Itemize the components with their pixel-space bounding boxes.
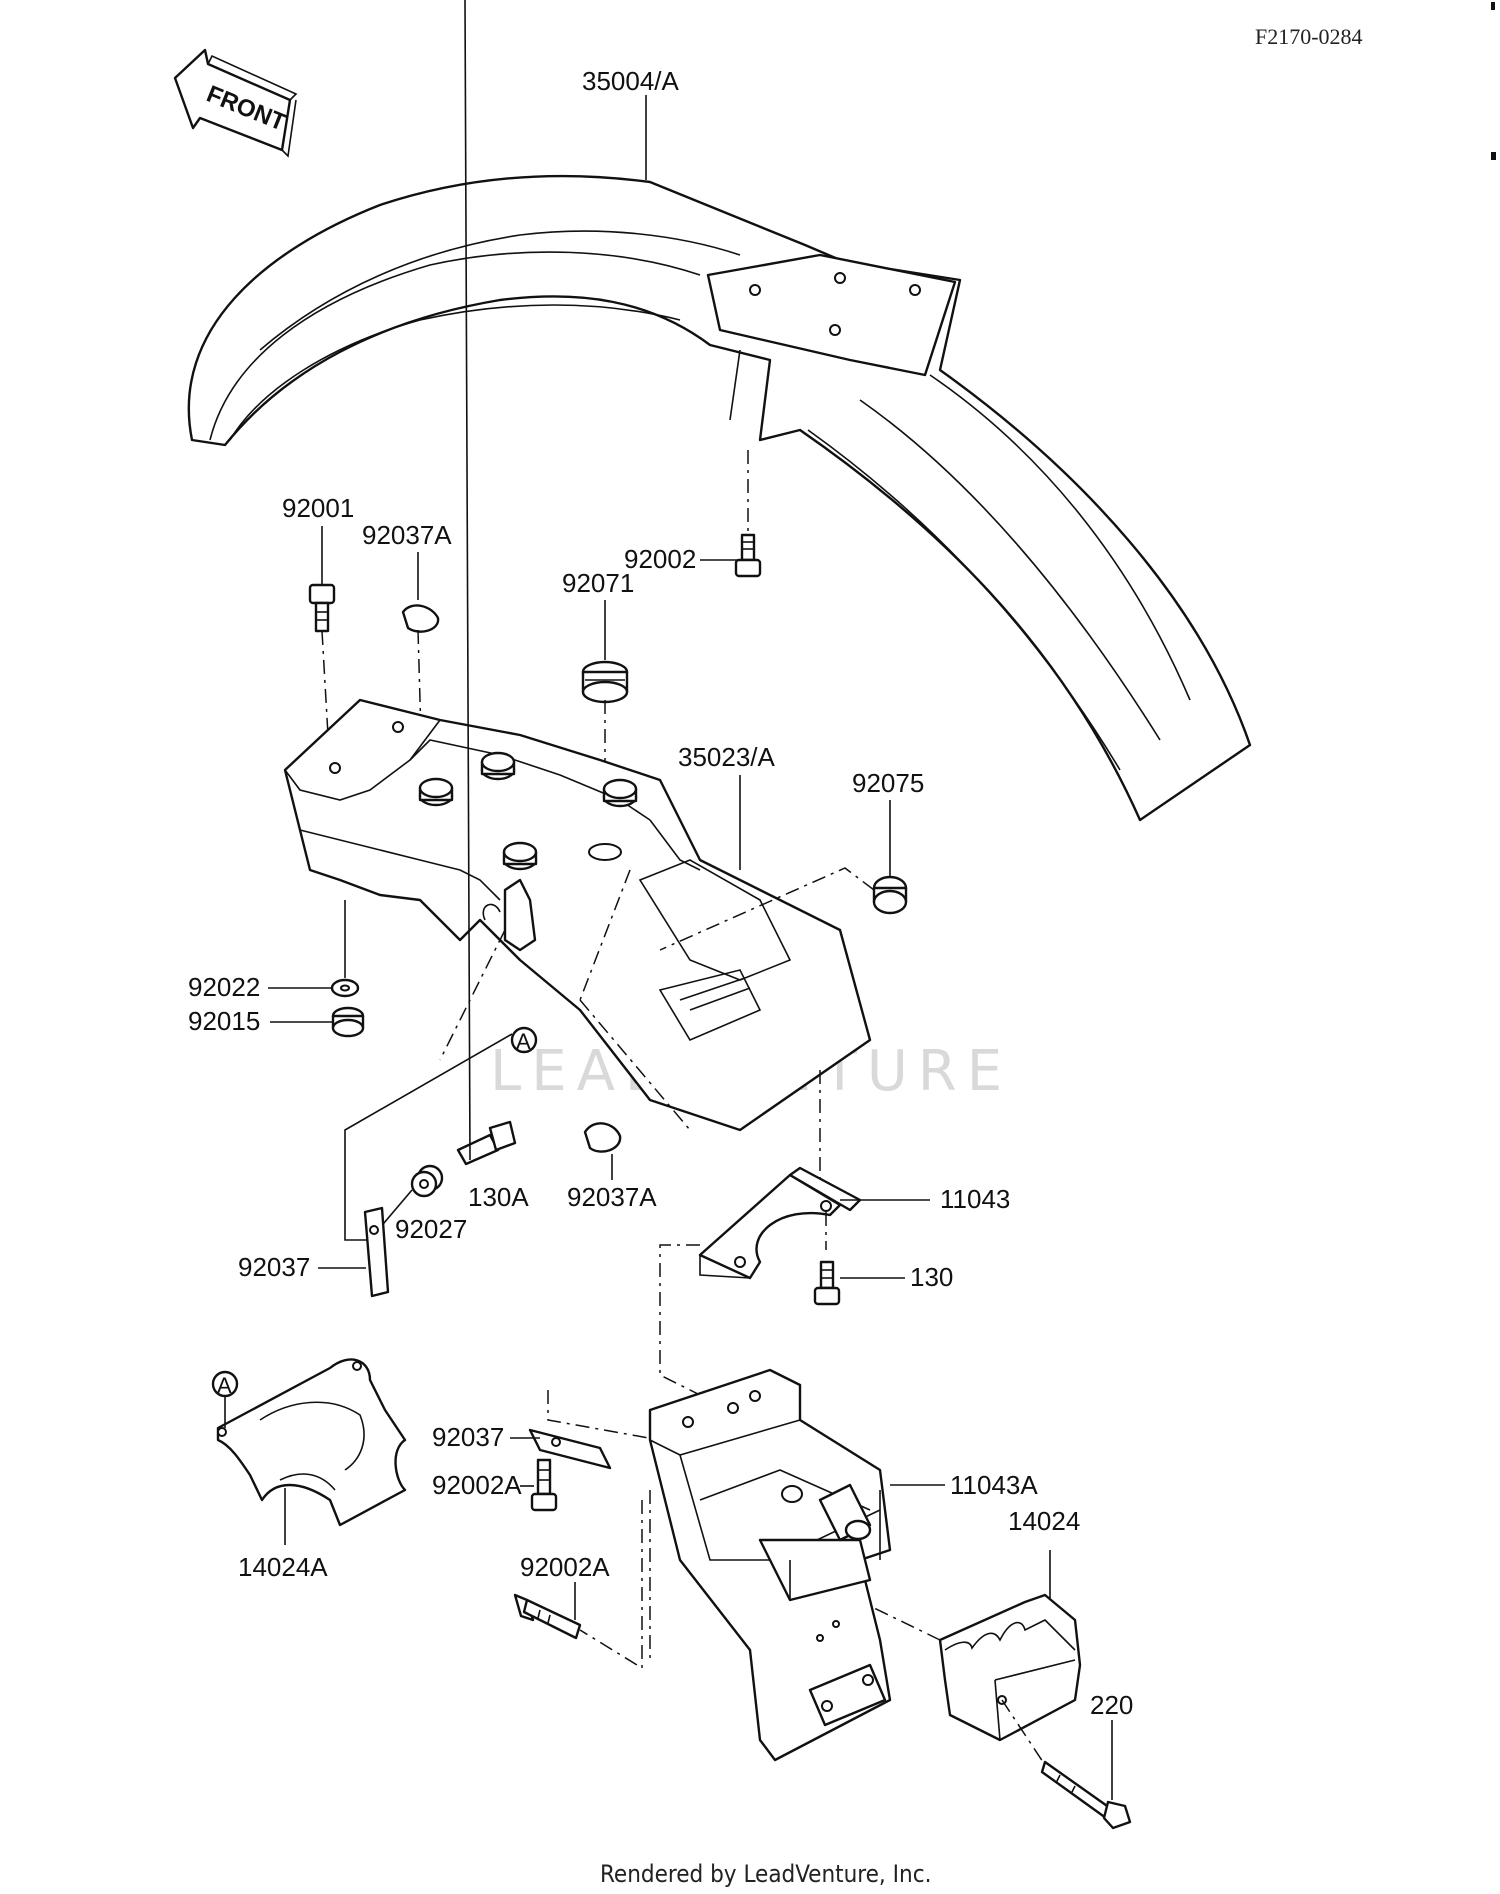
callout-11043A: 11043A bbox=[950, 1470, 1038, 1500]
callout-92002A-2: 92002A bbox=[520, 1552, 610, 1582]
nut-92015 bbox=[331, 1006, 365, 1038]
callout-92002: 92002 bbox=[624, 544, 696, 574]
reference-marker-a: A bbox=[211, 1370, 239, 1398]
grommet-92075 bbox=[659, 867, 908, 951]
callout-11043: 11043 bbox=[940, 1184, 1010, 1214]
ref-a-label: A bbox=[217, 1373, 232, 1398]
bracket-11043A bbox=[579, 1368, 892, 1762]
callout-35004: 35004/A bbox=[582, 66, 680, 96]
reference-marker-a: A bbox=[510, 1026, 538, 1054]
callout-92037A-top: 92037A bbox=[362, 520, 452, 550]
callout-92037-mid: 92037 bbox=[432, 1422, 504, 1452]
callout-92001: 92001 bbox=[282, 493, 354, 523]
corner-mark bbox=[1491, 2, 1495, 10]
cover-14024A bbox=[216, 1358, 407, 1527]
callout-92015: 92015 bbox=[188, 1006, 260, 1036]
ref-a-label: A bbox=[516, 1029, 531, 1054]
washer-92022 bbox=[330, 900, 360, 998]
leader-line bbox=[869, 1605, 941, 1641]
bolt-92002 bbox=[734, 450, 762, 578]
bolt-130A bbox=[456, 0, 517, 1166]
strap-92037-mid bbox=[528, 1390, 661, 1470]
callout-220: 220 bbox=[1090, 1690, 1133, 1720]
callout-35023: 35023/A bbox=[678, 742, 776, 772]
front-fender bbox=[187, 174, 1252, 822]
callout-130: 130 bbox=[910, 1262, 953, 1292]
bolt-130 bbox=[813, 1260, 841, 1306]
callout-92027: 92027 bbox=[395, 1214, 467, 1244]
callout-92037-left: 92037 bbox=[238, 1252, 310, 1282]
strap-92037 bbox=[363, 1206, 390, 1298]
mounting-hole bbox=[749, 284, 761, 296]
diagram-code: F2170-0284 bbox=[1255, 24, 1363, 49]
callout-14024A: 14024A bbox=[238, 1552, 328, 1582]
clip-92037A-bottom bbox=[583, 1122, 622, 1153]
clip-92037A bbox=[401, 604, 440, 771]
callout-130A: 130A bbox=[468, 1182, 529, 1212]
mounting-hole bbox=[909, 284, 921, 296]
bolt-92002A-1 bbox=[530, 1458, 558, 1512]
callout-92037A-bottom: 92037A bbox=[567, 1182, 657, 1212]
mounting-hole bbox=[829, 324, 841, 336]
leader-line bbox=[344, 1033, 513, 1241]
rear-fender bbox=[283, 698, 872, 1180]
bolt-92002A-2 bbox=[513, 1582, 582, 1640]
callout-92075: 92075 bbox=[852, 768, 924, 798]
corner-mark bbox=[1491, 152, 1496, 160]
bolt-220 bbox=[1001, 1699, 1132, 1830]
mounting-hole bbox=[834, 272, 846, 284]
callout-92071: 92071 bbox=[562, 568, 634, 598]
collar-92027 bbox=[410, 1164, 444, 1198]
front-arrow-icon: FRONT bbox=[173, 48, 298, 158]
callout-92022: 92022 bbox=[188, 972, 260, 1002]
bracket-11043 bbox=[659, 1166, 862, 1396]
callout-92002A-1: 92002A bbox=[432, 1470, 522, 1500]
footer-credit: Rendered by LeadVenture, Inc. bbox=[600, 1860, 931, 1888]
cover-14024 bbox=[938, 1593, 1082, 1742]
callout-14024: 14024 bbox=[1008, 1506, 1080, 1536]
